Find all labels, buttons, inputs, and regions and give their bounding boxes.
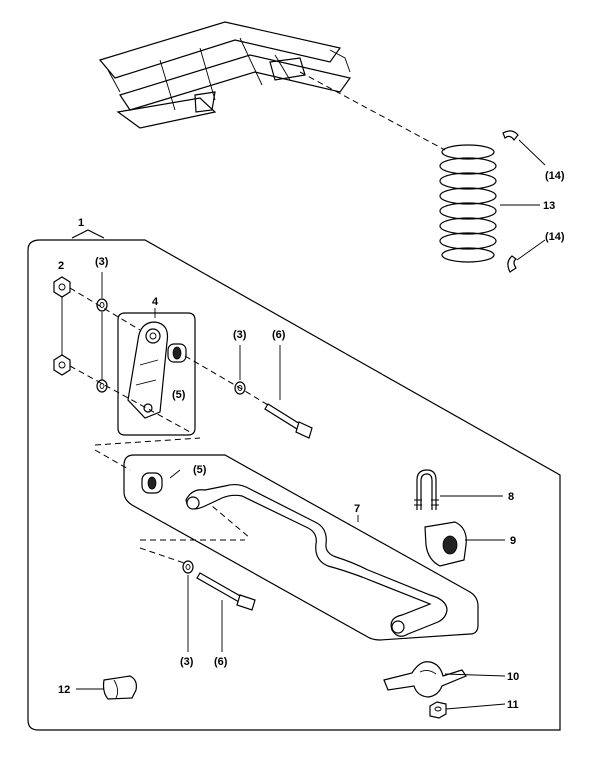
bushing-upper	[167, 343, 187, 363]
nut-upper	[53, 276, 71, 298]
guide-line-a	[94, 437, 201, 446]
seat-upper-leader	[518, 139, 546, 166]
bushing-lower-leader	[169, 469, 181, 479]
callout-9: 9	[510, 535, 516, 547]
nut-bottom	[429, 701, 447, 719]
callout-3-washer-upper: (3)	[95, 256, 109, 268]
callout-7: 7	[354, 503, 360, 515]
callout-1: 1	[78, 217, 84, 229]
callout-8: 8	[508, 491, 514, 503]
bushing-lower	[141, 472, 163, 494]
assembly-brace	[71, 229, 105, 239]
nut-lower	[53, 354, 71, 376]
spring-seat-upper	[502, 130, 519, 142]
link-box-outline	[117, 312, 196, 436]
callout-10: 10	[507, 671, 519, 683]
callout-14-upper: (14)	[545, 170, 565, 182]
callout-12: 12	[58, 684, 70, 696]
callout-2: 2	[58, 260, 64, 272]
callout-6-upper: (6)	[272, 329, 286, 341]
bolt-lower	[196, 572, 256, 611]
coil-spring	[439, 144, 497, 263]
u-bolt	[414, 469, 439, 510]
nut-bottom-leader	[445, 703, 506, 710]
callout-4: 4	[152, 296, 159, 308]
callout-5-upper: (5)	[172, 389, 186, 401]
bracket-clip	[102, 675, 137, 700]
callout-14-lower: (14)	[545, 231, 565, 243]
link-rod	[127, 321, 169, 419]
callout-3-washer-mid: (3)	[233, 329, 247, 341]
bracket-leader	[444, 673, 506, 677]
guide-line-c	[204, 499, 251, 539]
callout-11: 11	[507, 699, 519, 711]
vehicle-frame	[98, 21, 352, 129]
washer-upper	[96, 298, 108, 312]
upper-assembly-guide	[69, 287, 141, 331]
bushing-bracket	[383, 661, 467, 698]
spring-seat-lower	[507, 255, 517, 273]
stabilizer-bushing	[424, 521, 467, 567]
washer-bottom	[182, 560, 194, 574]
frame-to-spring-guide	[299, 71, 446, 151]
callout-6-lower: (6)	[214, 656, 228, 668]
stabilizer-box-outline	[123, 454, 479, 641]
callout-5-lower: (5)	[193, 464, 207, 476]
stabilizer-bar	[185, 483, 448, 637]
bolt-guide-upper	[184, 355, 269, 406]
guide-line-e	[139, 547, 191, 566]
assembly-boundary	[27, 239, 561, 731]
lower-assembly-guide	[69, 365, 191, 433]
seat-lower-leader	[516, 239, 546, 261]
bolt-upper	[264, 403, 313, 439]
callout-13: 13	[543, 200, 555, 212]
callout-3-washer-bottom: (3)	[180, 656, 194, 668]
